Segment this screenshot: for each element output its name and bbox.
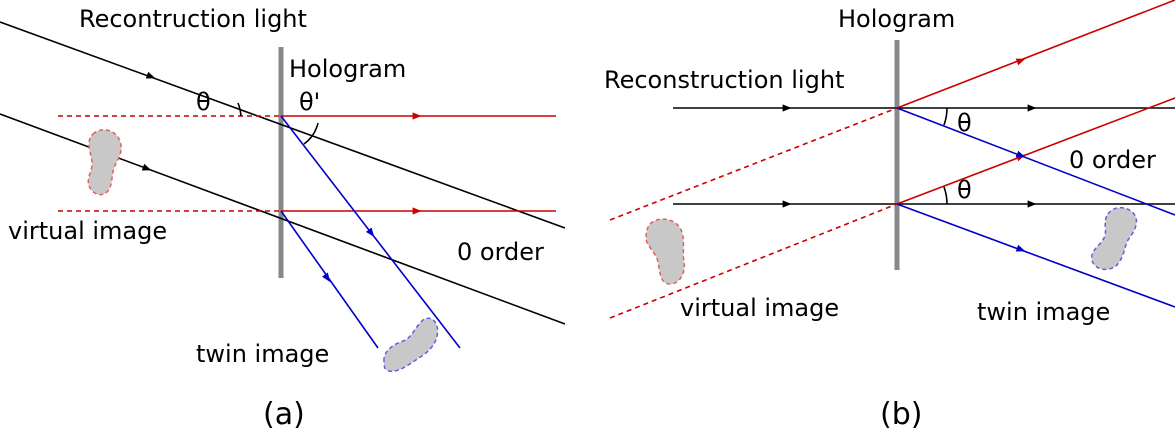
virtual-ray-bottom-b	[896, 97, 1175, 205]
angle-theta-arc-bottom-b	[943, 186, 948, 205]
virtual-image-object-b	[645, 218, 686, 285]
theta-label-a: θ	[196, 88, 211, 116]
theta-bottom-label-b: θ	[957, 176, 972, 204]
caption-b: (b)	[880, 397, 922, 432]
virtual-ray-top-b	[896, 0, 1175, 109]
twin-image-label-b: twin image	[977, 298, 1110, 326]
twin-ray-bottom-b	[896, 203, 1175, 308]
twin-image-object-b	[1091, 206, 1138, 271]
twin-ray-top-b	[896, 107, 1175, 216]
reconstruction-light-label-a: Recontruction light	[79, 5, 307, 33]
twin-image-object-a	[383, 317, 439, 373]
zero-order-label-a: 0 order	[457, 238, 544, 266]
panel-b: Hologram Reconstruction light θ θ 0 orde…	[604, 0, 1175, 432]
twin-ray-top-a	[280, 115, 461, 349]
reconstruction-ray-top-a	[0, 21, 566, 229]
reconstruction-light-label-b: Reconstruction light	[604, 66, 844, 94]
panel-a: Recontruction light Hologram θ θ' virtua…	[0, 5, 566, 432]
caption-a: (a)	[263, 397, 305, 432]
hologram-label-b: Hologram	[838, 5, 955, 33]
virtual-image-object-a	[87, 129, 122, 196]
angle-theta-arc-top-b	[943, 107, 948, 126]
virtual-dashed-bottom-b	[609, 203, 898, 319]
twin-image-label-a: twin image	[196, 340, 329, 368]
virtual-dashed-top-b	[609, 107, 898, 221]
theta-prime-label-a: θ'	[299, 88, 320, 116]
theta-top-label-b: θ	[957, 109, 972, 137]
angle-theta-prime-arc-a	[303, 122, 319, 145]
zero-order-label-b: 0 order	[1069, 146, 1156, 174]
twin-ray-bottom-a	[280, 210, 379, 349]
virtual-image-label-a: virtual image	[8, 217, 167, 245]
virtual-image-label-b: virtual image	[680, 294, 839, 322]
hologram-label-a: Hologram	[289, 55, 406, 83]
angle-theta-arc-a	[237, 102, 242, 117]
